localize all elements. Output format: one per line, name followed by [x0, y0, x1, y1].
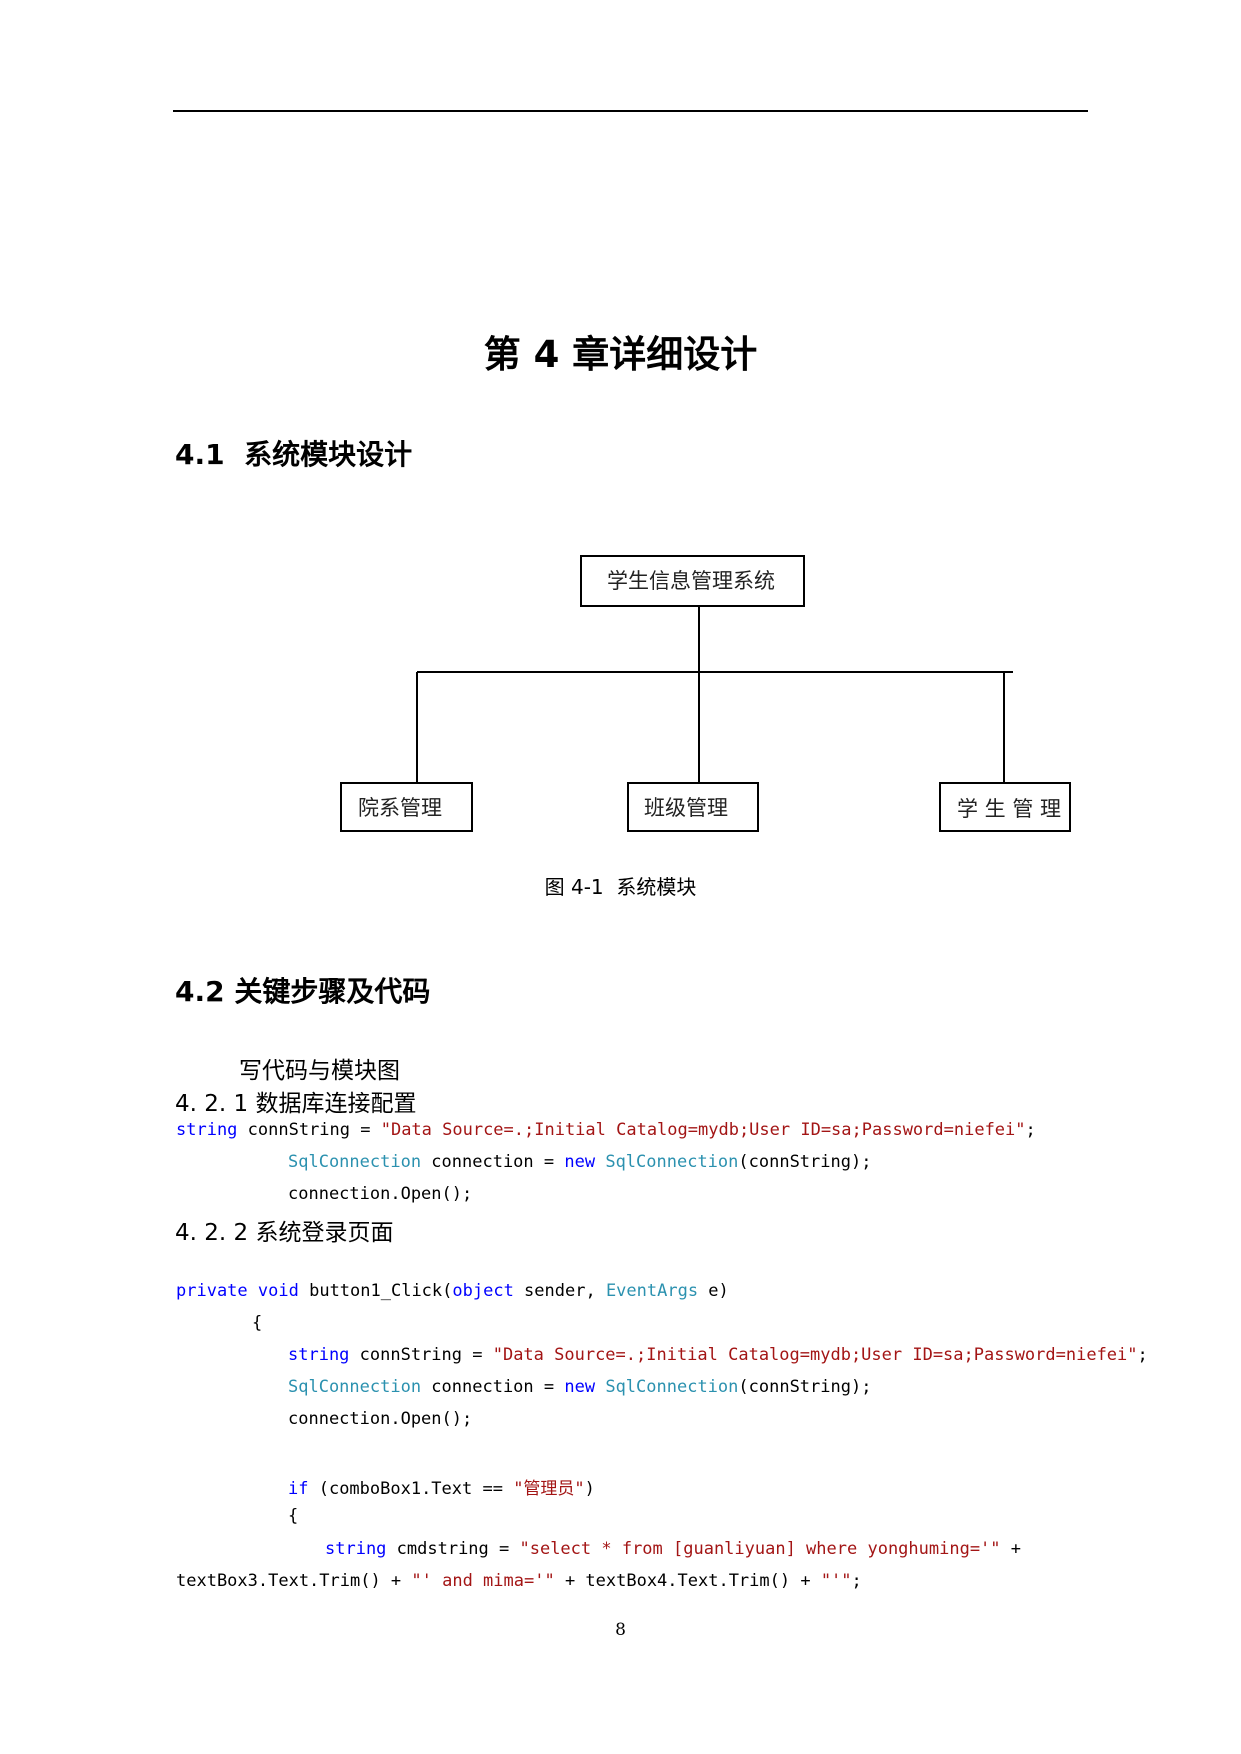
code-string: "' and mima='": [411, 1571, 555, 1591]
code-line: string cmdstring = "select * from [guanl…: [325, 1539, 1021, 1559]
chapter-title: 第 4 章详细设计: [483, 333, 758, 376]
code-text: connection =: [421, 1377, 565, 1397]
intro-text: 写代码与模块图: [239, 1058, 400, 1084]
code-keyword: string: [325, 1539, 387, 1559]
code-text: [595, 1377, 605, 1397]
code-text: + textBox4.Text.Trim() +: [554, 1571, 821, 1591]
child-label-2: 班级管理: [644, 796, 728, 820]
code-line: string connString = "Data Source=.;Initi…: [288, 1345, 1148, 1365]
code-text: sender,: [513, 1281, 606, 1301]
code-type: SqlConnection: [605, 1152, 739, 1172]
code-text: +: [1000, 1539, 1022, 1559]
code-text: ;: [1137, 1345, 1148, 1365]
child-label-3: 学 生 管 理: [957, 797, 1061, 821]
child-box-2: [627, 782, 759, 832]
code-line: private void button1_Click(object sender…: [176, 1281, 729, 1301]
code-keyword: private: [176, 1281, 248, 1301]
code-string: "Data Source=.;Initial Catalog=mydb;User…: [492, 1345, 1138, 1365]
code-text: e): [698, 1281, 729, 1301]
code-text: {: [252, 1313, 263, 1333]
code-text: (connString);: [738, 1377, 872, 1397]
code-text: [248, 1281, 258, 1301]
code-string: "Data Source=.;Initial Catalog=mydb;User…: [380, 1120, 1026, 1140]
code-keyword: new: [564, 1152, 596, 1172]
code-keyword: void: [257, 1281, 299, 1301]
code-text: (comboBox1.Text ==: [308, 1479, 514, 1499]
code-keyword: string: [288, 1345, 350, 1365]
code-text: connString =: [349, 1345, 493, 1365]
code-line: connection.Open();: [288, 1184, 472, 1204]
section-heading-4-2: 4.2 关键步骤及代码: [175, 975, 431, 1008]
code-text: (connString);: [738, 1152, 872, 1172]
code-keyword: object: [452, 1281, 514, 1301]
child-label-1: 院系管理: [358, 796, 442, 820]
code-line: textBox3.Text.Trim() + "' and mima='" + …: [176, 1571, 862, 1591]
code-type: SqlConnection: [288, 1377, 422, 1397]
code-type: SqlConnection: [605, 1377, 739, 1397]
code-keyword: new: [564, 1377, 596, 1397]
code-line: string connString = "Data Source=.;Initi…: [176, 1120, 1036, 1140]
code-line: SqlConnection connection = new SqlConnec…: [288, 1377, 871, 1397]
code-text: connString =: [237, 1120, 381, 1140]
root-label: 学生信息管理系统: [607, 569, 775, 593]
code-line: {: [252, 1313, 262, 1333]
code-keyword: if: [288, 1479, 309, 1499]
code-text: connection.Open();: [288, 1184, 473, 1204]
code-text: ;: [851, 1571, 862, 1591]
code-line: SqlConnection connection = new SqlConnec…: [288, 1152, 871, 1172]
subsection-4-2-1: 4. 2. 1 数据库连接配置: [175, 1091, 417, 1117]
code-text: textBox3.Text.Trim() +: [176, 1571, 412, 1591]
code-keyword: string: [176, 1120, 238, 1140]
header-rule: [173, 110, 1088, 112]
code-type: SqlConnection: [288, 1152, 422, 1172]
code-text: connection.Open();: [288, 1409, 473, 1429]
child-box-3: [939, 782, 1071, 832]
code-string: "select * from [guanliyuan] where yonghu…: [519, 1539, 1001, 1559]
code-text: [595, 1152, 605, 1172]
code-line: if (comboBox1.Text == "管理员"): [288, 1474, 595, 1499]
section-heading-4-1: 4.1 系统模块设计: [175, 438, 413, 471]
code-text: ;: [1025, 1120, 1036, 1140]
child-box-1: [340, 782, 473, 832]
code-line: connection.Open();: [288, 1409, 472, 1429]
root-box: [580, 555, 805, 607]
code-line: {: [288, 1506, 298, 1526]
code-text: button1_Click(: [298, 1281, 453, 1301]
subsection-4-2-2: 4. 2. 2 系统登录页面: [175, 1220, 394, 1246]
code-text: connection =: [421, 1152, 565, 1172]
code-text: cmdstring =: [386, 1539, 520, 1559]
code-text: ): [584, 1479, 595, 1499]
figure-caption: 图 4-1 系统模块: [544, 875, 697, 899]
code-string: "管理员": [513, 1479, 585, 1499]
code-type: EventArgs: [605, 1281, 699, 1301]
code-text: {: [288, 1506, 299, 1526]
page-number: 8: [615, 1620, 626, 1640]
system-module-diagram: 学生信息管理系统 院系管理 班级管理 学 生 管 理: [340, 555, 1071, 832]
code-string: "'": [820, 1571, 852, 1591]
